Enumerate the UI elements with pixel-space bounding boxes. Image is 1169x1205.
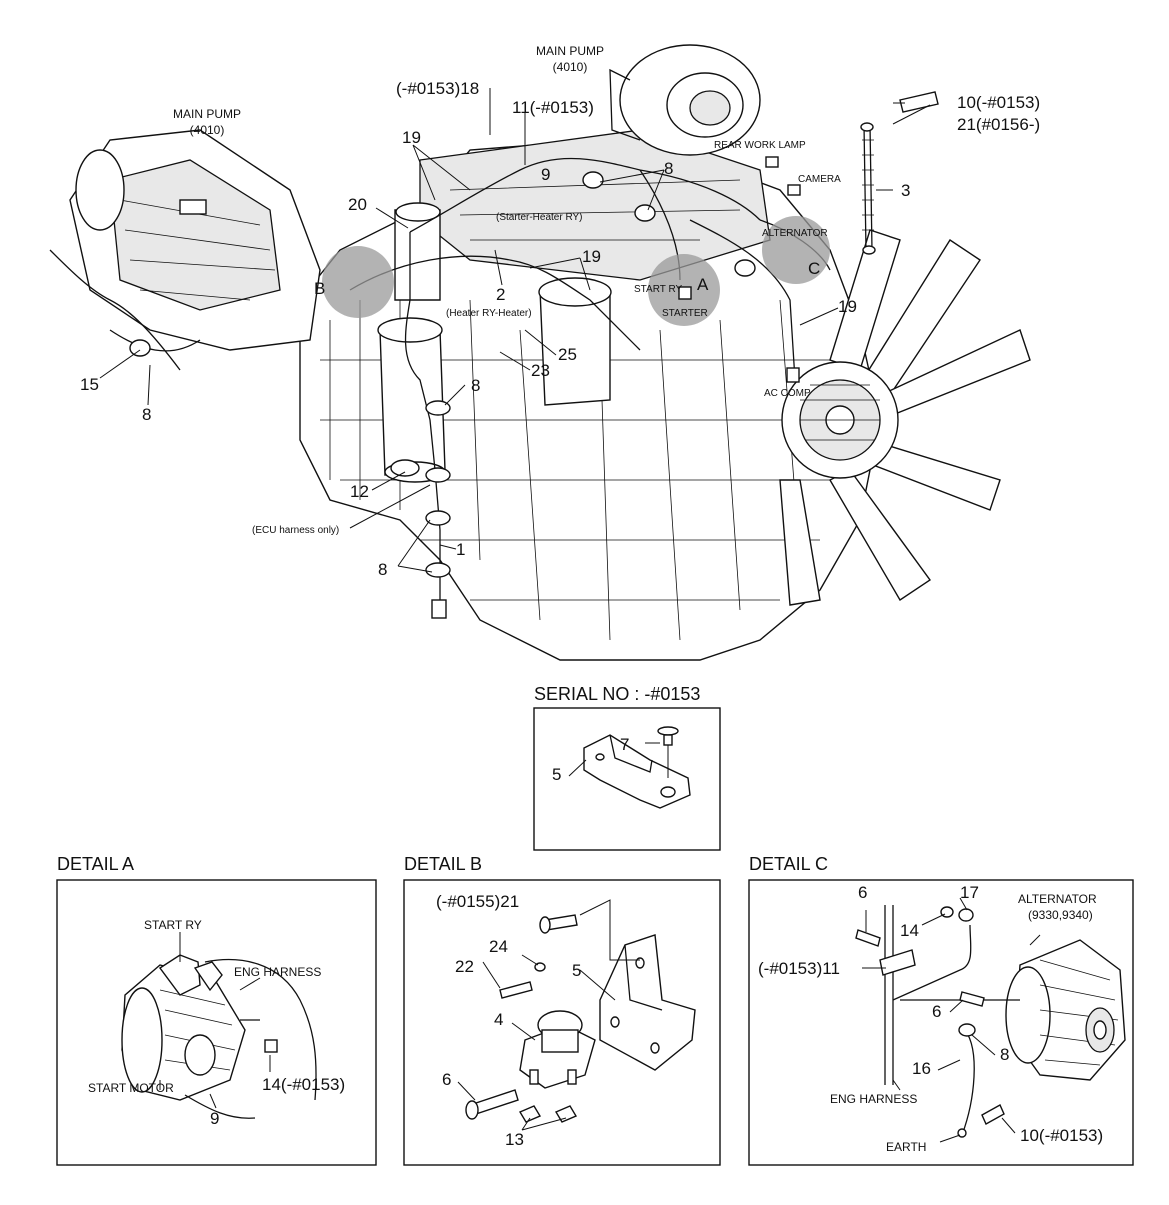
detail-a-start-ry: START RY	[144, 918, 202, 932]
rear-work-lamp-label: REAR WORK LAMP	[714, 140, 806, 151]
camera-label: CAMERA	[798, 174, 841, 185]
start-motor-drawing	[121, 954, 317, 1119]
wire-harness	[49, 157, 831, 600]
callout-8-c: 8	[142, 405, 151, 424]
start-ry-label: START RY	[634, 284, 682, 295]
callout-1: 1	[456, 540, 465, 559]
detail-a-start-motor: START MOTOR	[88, 1081, 174, 1095]
detail-c-callout-6-b: 6	[932, 1002, 941, 1021]
main-pump-top-model: (4010)	[553, 60, 588, 74]
callout-letter-b: B	[314, 279, 325, 298]
callout-8-b: 8	[471, 376, 480, 395]
detail-c-callout-16: 16	[912, 1059, 931, 1078]
callout-23: 23	[531, 361, 550, 380]
cooling-fan	[779, 229, 1031, 606]
detail-c-callout-6-a: 6	[858, 883, 867, 902]
ac-comp-label: AC COMP	[764, 388, 811, 399]
detail-a-title: DETAIL A	[57, 854, 134, 874]
detail-c-callout-14: 14	[900, 921, 919, 940]
detail-c-callout-11: (-#0153)11	[758, 959, 840, 978]
camera-connector	[787, 184, 801, 196]
eng-harness-detail-c	[879, 905, 1020, 1136]
filter-canister	[377, 317, 446, 483]
detail-b-panel: DETAIL B	[403, 854, 721, 1166]
ground-strap-3	[860, 122, 876, 255]
callout-11: 11(-#0153)	[512, 98, 594, 117]
detail-b-zone	[322, 246, 394, 318]
harness-clamps	[129, 171, 756, 578]
detail-b-callout-22: 22	[455, 957, 474, 976]
main-pump-top-label: MAIN PUMP	[536, 44, 604, 58]
detail-b-title: DETAIL B	[404, 854, 482, 874]
main-pump-left	[69, 129, 321, 351]
detail-c-title: DETAIL C	[749, 854, 828, 874]
rear-work-lamp-connector	[765, 156, 779, 168]
callout-20: 20	[348, 195, 367, 214]
detail-c-zone	[762, 216, 830, 284]
callout-19-a: 19	[402, 128, 421, 147]
starter-heater-ry-label: (Starter-Heater RY)	[496, 212, 583, 223]
callout-letter-a: A	[697, 275, 709, 294]
callout-12: 12	[350, 482, 369, 501]
serial-callout-5: 5	[552, 765, 561, 784]
callout-18: (-#0153)18	[396, 79, 479, 98]
callout-15: 15	[80, 375, 99, 394]
detail-c-eng-harness: ENG HARNESS	[830, 1092, 917, 1106]
callout-3: 3	[901, 181, 910, 200]
detail-c-fasteners	[855, 906, 1005, 1138]
detail-b-callout-6: 6	[442, 1070, 451, 1089]
detail-a-callout-9: 9	[210, 1109, 219, 1128]
detail-a-eng-harness: ENG HARNESS	[234, 965, 321, 979]
turbocharger	[609, 44, 761, 156]
alternator-drawing	[1005, 939, 1126, 1081]
callout-letter-c: C	[808, 259, 820, 278]
relay-4-detail-b	[519, 1010, 596, 1089]
detail-c-callout-17: 17	[960, 883, 979, 902]
detail-a-panel: DETAIL A START RY ENG HARNESS START MOTO…	[56, 854, 377, 1166]
engine-assembly: MAIN PUMP (4010) MAIN PUMP (4010) REAR W…	[49, 44, 1040, 661]
detail-c-callout-10: 10(-#0153)	[1020, 1126, 1103, 1145]
serial-panel: SERIAL NO : -#0153 7 5	[533, 684, 721, 851]
callout-19-b: 19	[582, 247, 601, 266]
serial-title: SERIAL NO : -#0153	[534, 684, 700, 704]
bolt-10-21	[899, 91, 939, 113]
bracket-5-detail-b	[599, 934, 696, 1071]
leader-lines	[99, 88, 931, 573]
callout-2: 2	[496, 285, 505, 304]
callout-21: 21(#0156-)	[957, 115, 1040, 134]
callout-19-c: 19	[838, 297, 857, 316]
heater-ry-heater-label: (Heater RY-Heater)	[446, 308, 532, 319]
ac-comp-connector	[786, 367, 800, 383]
ecu-harness-only-label: (ECU harness only)	[252, 525, 339, 536]
bolt-7-serial	[657, 726, 679, 778]
detail-b-callout-21: (-#0155)21	[436, 892, 519, 911]
bracket-5-serial	[583, 734, 691, 809]
serial-callout-7: 7	[620, 735, 629, 754]
detail-b-callout-24: 24	[489, 937, 508, 956]
callout-10: 10(-#0153)	[957, 93, 1040, 112]
detail-a-callout-14: 14(-#0153)	[262, 1075, 345, 1094]
callout-8-d: 8	[378, 560, 387, 579]
detail-c-callout-8: 8	[1000, 1045, 1009, 1064]
callout-8-a: 8	[664, 159, 673, 178]
detail-c-alternator: ALTERNATOR	[1018, 892, 1097, 906]
detail-b-callout-5: 5	[572, 961, 581, 980]
detail-b-callout-13: 13	[505, 1130, 524, 1149]
main-pump-left-model: (4010)	[190, 123, 225, 137]
detail-c-panel: DETAIL C	[748, 854, 1134, 1166]
starter-connector	[678, 286, 692, 300]
starter-label: STARTER	[662, 308, 708, 319]
detail-c-earth: EARTH	[886, 1140, 926, 1154]
main-pump-left-label: MAIN PUMP	[173, 107, 241, 121]
alternator-label: ALTERNATOR	[762, 228, 828, 239]
detail-c-alternator-models: (9330,9340)	[1028, 908, 1093, 922]
detail-b-fasteners	[465, 914, 578, 1123]
detail-b-callout-4: 4	[494, 1010, 503, 1029]
harness-end-connector	[431, 599, 447, 619]
callout-25: 25	[558, 345, 577, 364]
callout-9: 9	[541, 165, 550, 184]
